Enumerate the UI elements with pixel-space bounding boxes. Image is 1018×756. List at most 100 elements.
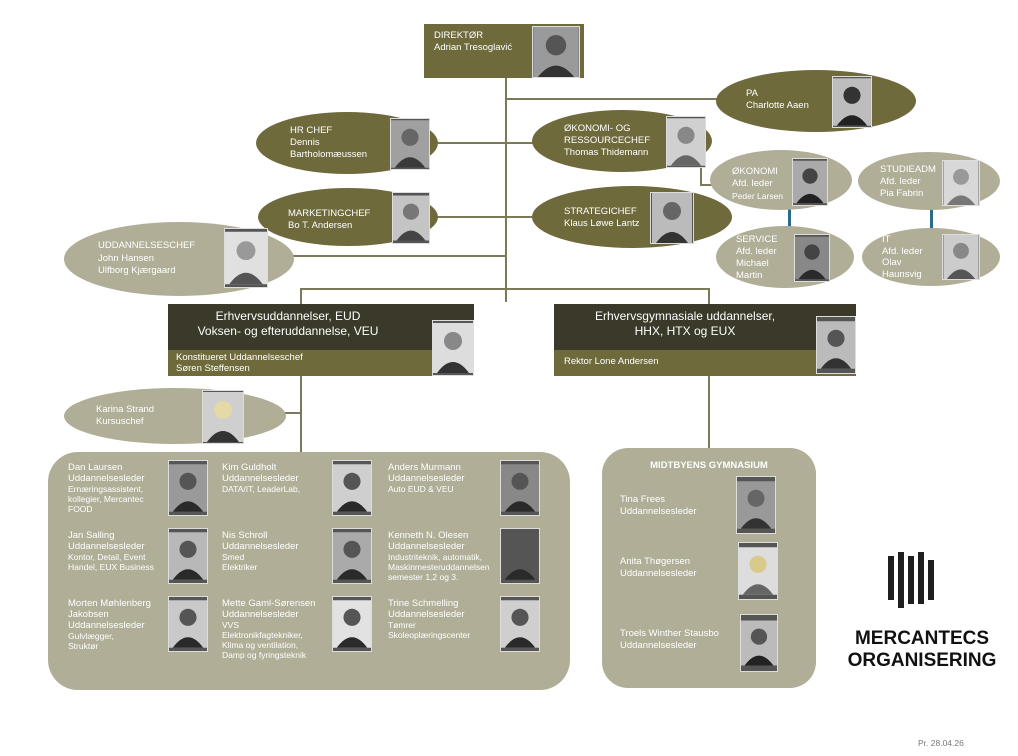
leader-d3: Klima og ventilation, — [222, 640, 299, 650]
leader-d2: Elektriker — [222, 562, 258, 572]
gym-person-1: Tina Frees Uddannelsesleder — [620, 494, 697, 518]
egym-heading1: Erhvervsgymnasiale uddannelser, — [594, 309, 776, 323]
leader-d1: Tømrer — [388, 620, 416, 630]
egym-sub: Rektor Lone Andersen — [554, 350, 856, 376]
leader-role: Uddannelsesleder — [388, 609, 465, 620]
kursus-photo — [202, 390, 244, 444]
leader-photo — [332, 528, 372, 584]
connector-udd — [292, 255, 507, 257]
oekres-title1: ØKONOMI- OG — [564, 123, 631, 134]
leader-d1: DATA/IT, LeaderLab, — [222, 484, 301, 494]
leader-role: Uddannelsesleder — [68, 541, 145, 552]
leader-role: Uddannelsesleder — [388, 541, 465, 552]
leader-photo — [332, 596, 372, 652]
leader-d3: semester 1,2 og 3. — [388, 572, 459, 582]
leader-photo — [332, 460, 372, 516]
leader-role: Uddannelsesleder — [68, 473, 145, 484]
pa-photo — [832, 76, 872, 128]
udd-name1: John Hansen — [98, 252, 154, 264]
eud-photo — [432, 320, 474, 376]
egym-photo — [816, 316, 856, 374]
service-role: Afd. leder — [736, 246, 777, 257]
kursus-ellipse: Karina Strand Kursuschef — [64, 388, 286, 444]
connector-eud-down — [300, 288, 302, 304]
kursus-name: Karina Strand — [96, 404, 155, 415]
connector-eud-vertical — [300, 376, 302, 452]
leader-name: Kenneth N. Olesen — [388, 530, 469, 541]
logo-title: MERCANTECS ORGANISERING — [830, 628, 1014, 672]
gym-person-3-photo — [740, 614, 778, 672]
leader-d1: Auto EUD & VEU — [388, 484, 454, 494]
studieadm-title: STUDIEADM — [880, 164, 936, 175]
leader-role: Uddannelsesleder — [222, 541, 299, 552]
gym-title: MIDTBYENS GYMNASIUM — [650, 460, 768, 471]
leader-name: Trine Schmelling — [388, 598, 459, 609]
leader-d1: Ernæringsassistent, — [68, 484, 144, 494]
studieadm-role: Afd. leder — [880, 176, 921, 187]
egym-heading2: HHX, HTX og EUX — [634, 324, 736, 338]
leader-d3: FOOD — [68, 504, 93, 514]
gym-person-2-role: Uddannelsesleder — [620, 568, 697, 579]
strategi-title: STRATEGICHEF — [564, 206, 637, 217]
leader-role: Uddannelsesleder — [388, 473, 465, 484]
leader-photo — [168, 528, 208, 584]
it-name2: Haunsvig — [882, 268, 922, 280]
leaders-panel — [48, 452, 570, 690]
marketing-name: Bo T. Andersen — [288, 220, 353, 231]
leader-photo — [168, 460, 208, 516]
leader-name: Jan Salling — [68, 530, 115, 541]
hr-title: HR CHEF — [290, 125, 333, 136]
leader-d4: Damp og fyringsteknik — [222, 650, 307, 660]
leader-role: Uddannelsesleder — [68, 620, 145, 631]
gym-person-2-photo — [738, 542, 778, 600]
oekonomi-ellipse: ØKONOMI Afd. leder Peder Larsen — [710, 150, 852, 210]
service-title: SERVICE — [736, 234, 778, 245]
eud-heading2: Voksen- og efteruddannelse, VEU — [197, 324, 379, 338]
gym-person-2-name: Anita Thøgersen — [620, 556, 691, 567]
gym-person-3-role: Uddannelsesleder — [620, 640, 697, 651]
connector-egym-vertical — [708, 376, 710, 448]
hr-photo — [390, 118, 430, 170]
leader-name: Morten Møhlenberg — [68, 598, 151, 609]
studieadm-photo — [942, 160, 980, 206]
leader-photo — [168, 596, 208, 652]
it-role: Afd. leder — [882, 245, 923, 257]
strategi-ellipse: STRATEGICHEF Klaus Løwe Lantz — [532, 186, 732, 248]
oekonomi-photo — [792, 158, 828, 206]
gym-person-1-photo — [736, 476, 776, 534]
leader-name: Dan Laursen — [68, 462, 123, 473]
leader-d1: Industriteknik, automatik, — [388, 552, 483, 562]
marketing-ellipse: MARKETINGCHEF Bo T. Andersen — [258, 188, 438, 246]
connector-hr — [418, 142, 538, 144]
connector-mkt — [420, 216, 540, 218]
egym-sub-text: Rektor Lone Andersen — [564, 356, 659, 367]
oekres-title2: RESSOURCECHEF — [564, 135, 651, 146]
egym-header: Erhvervsgymnasiale uddannelser, HHX, HTX… — [554, 304, 856, 350]
oekres-photo — [666, 116, 706, 168]
eud-heading1: Erhvervsuddannelser, EUD — [215, 309, 361, 323]
service-name2: Martin — [736, 270, 763, 281]
connector-split-horizontal — [300, 288, 710, 290]
oekonomi-title: ØKONOMI — [732, 166, 778, 177]
eud-sub1: Konstitueret Uddannelseschef — [176, 352, 303, 363]
connector-to-pa — [505, 98, 720, 100]
udd-name2: Ulfborg Kjærgaard — [98, 265, 176, 276]
connector-oek-service — [788, 206, 791, 230]
eud-sub: Konstitueret Uddannelseschef Søren Steff… — [168, 350, 474, 376]
it-name1: Olav — [882, 257, 902, 268]
leader-d1: Gulvlægger, — [68, 631, 114, 641]
leader-d1: Smed — [222, 552, 245, 562]
udd-photo — [224, 228, 268, 288]
marketing-title: MARKETINGCHEF — [288, 208, 371, 219]
connector-egym-down — [708, 288, 710, 304]
eud-header: Erhvervsuddannelser, EUD Voksen- og efte… — [168, 304, 474, 350]
leader-d2: Struktør — [68, 641, 99, 651]
leader-photo — [500, 528, 540, 584]
leader-name: Mette Gaml-Sørensen — [222, 598, 316, 609]
